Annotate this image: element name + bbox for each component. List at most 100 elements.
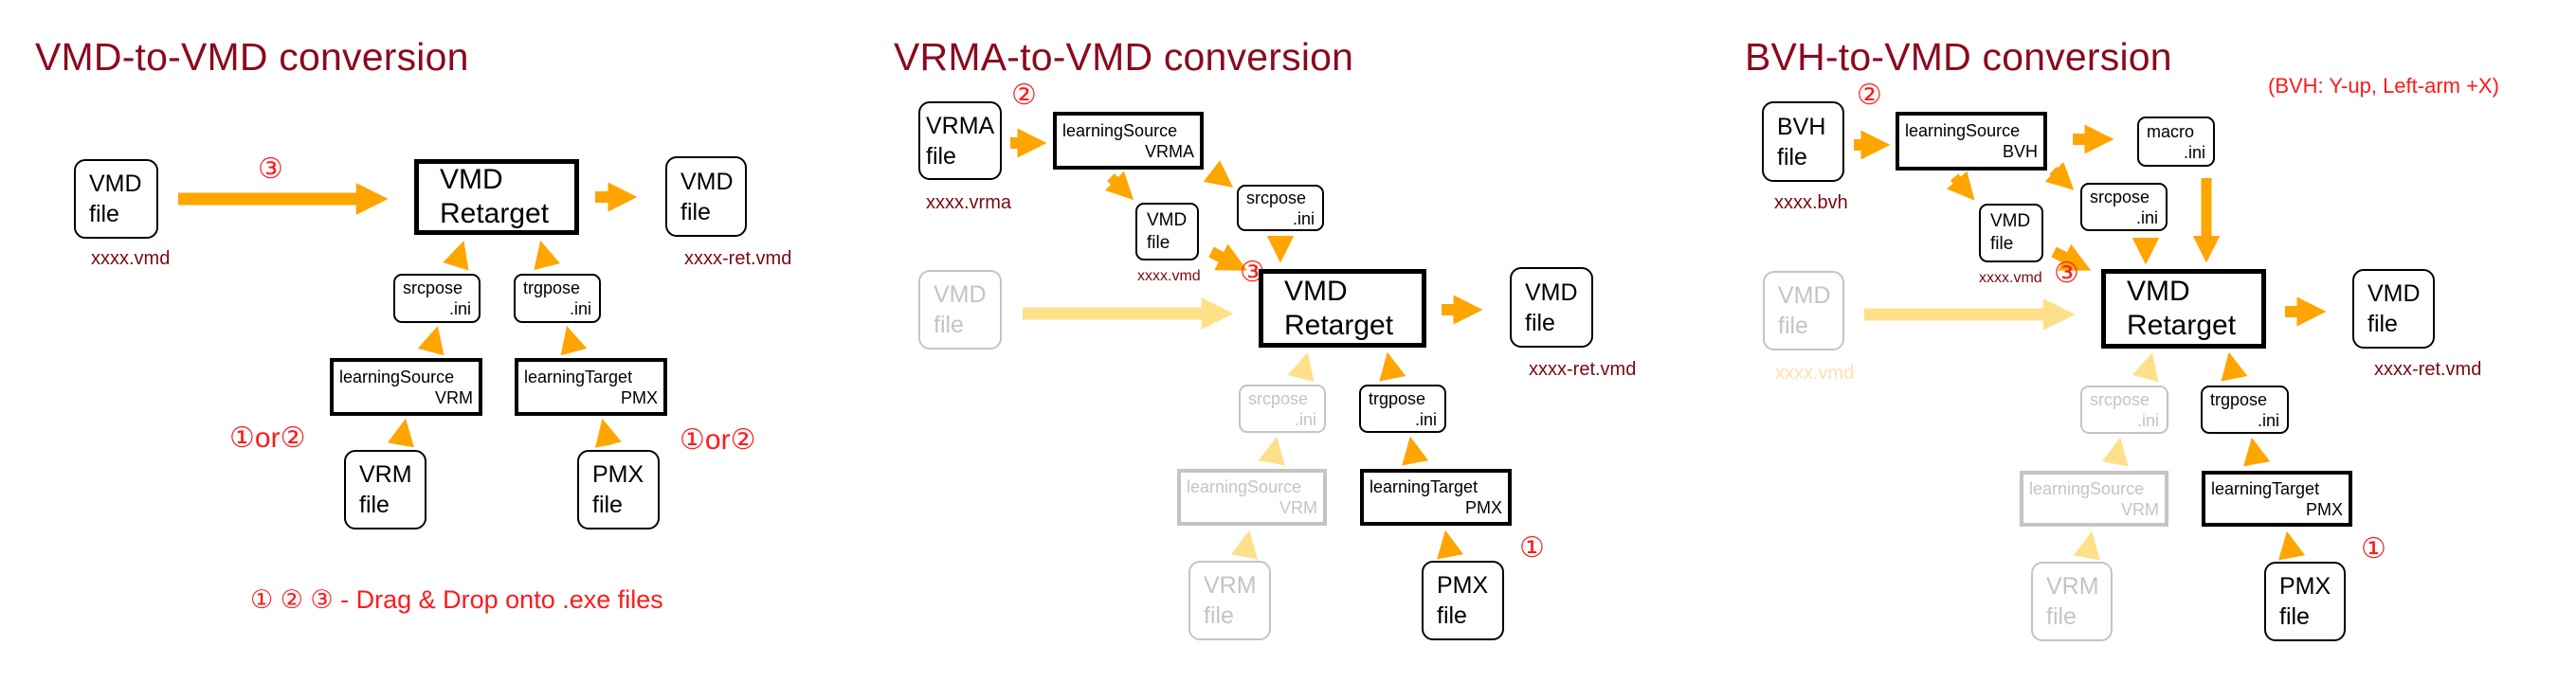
box-line1: VMD: [1525, 278, 1578, 306]
box-line2: VRM: [1279, 498, 1317, 517]
arrow-pmx-to-learntrg: [2278, 530, 2306, 561]
box-line2: file: [2046, 603, 2077, 630]
arrow-srcpose-to-retarget: [443, 241, 469, 271]
pmx-file: PMX file: [1422, 561, 1504, 640]
faded-vrm-file: VRM file: [1188, 561, 1271, 640]
vmd-output-file: VMD file: [1510, 267, 1593, 348]
box-line1: srcpose: [1246, 188, 1307, 207]
learning-source-vrm-tool: learningSource VRM: [330, 358, 482, 416]
input-filename: xxxx.vrma: [926, 192, 1011, 213]
box-line2: BVH: [2002, 142, 2038, 161]
step-marker-3: ③: [258, 153, 283, 185]
box-line2: file: [926, 142, 956, 170]
vrma-input-file: VRMA file: [918, 101, 1002, 180]
vmd-retarget-tool: VMD Retarget: [414, 159, 579, 235]
box-line2: file: [2367, 311, 2398, 337]
arrow-learnsrc-to-srcpose: [1203, 160, 1234, 188]
box-line1: srcpose: [403, 278, 463, 297]
box-line2: file: [2279, 603, 2310, 630]
box-line1: VMD: [440, 164, 503, 195]
box-line1: srcpose: [2090, 389, 2150, 409]
vmd-output-file: VMD file: [2352, 269, 2435, 349]
trgpose-ini: trgpose .ini: [514, 274, 601, 323]
box-line2: .ini: [448, 299, 471, 318]
box-line1: VMD: [1284, 275, 1348, 307]
arrow-learntrg-to-trgpose: [1402, 436, 1429, 466]
box-line2: file: [1777, 143, 1807, 170]
step-marker-2: ②: [1857, 80, 1882, 111]
box-line2: .ini: [2136, 410, 2159, 430]
intermediate-vmd-file: VMD file: [1979, 204, 2043, 262]
box-line1: VMD: [1147, 209, 1188, 230]
arrow-faded-srcpose-to-retarget: [2132, 351, 2159, 383]
box-line1: srcpose: [2090, 187, 2150, 206]
box-line1: learningSource: [1905, 121, 2021, 140]
box-line2: file: [934, 312, 964, 338]
box-line2: file: [1204, 602, 1234, 629]
box-line2: file: [89, 201, 119, 227]
learning-target-pmx-tool: learningTarget PMX: [2202, 471, 2352, 527]
arrow-learnsrc-to-srcpose: [2044, 161, 2075, 190]
box-line1: macro: [2147, 121, 2195, 141]
box-line1: VMD: [2127, 276, 2190, 307]
box-line2: file: [680, 198, 711, 225]
box-line1: VRM: [2046, 573, 2099, 600]
faded-input-filename: xxxx.vmd: [1775, 363, 1855, 384]
box-line1: VRM: [1204, 572, 1257, 599]
step-marker-1: ①: [1519, 532, 1545, 564]
input-filename: xxxx.bvh: [1774, 192, 1848, 213]
arrow-learnsrc-to-vmd: [1104, 170, 1134, 201]
box-line1: learningSource: [339, 367, 455, 386]
vmd-input-file: VMD file: [74, 159, 158, 239]
faded-srcpose-ini: srcpose .ini: [1239, 385, 1326, 433]
srcpose-ini: srcpose .ini: [393, 274, 481, 323]
arrow-learntrg-to-trgpose: [560, 325, 588, 356]
faded-learning-source-vrm-tool: learningSource VRM: [1177, 469, 1327, 526]
panel-title: BVH-to-VMD conversion: [1745, 35, 2172, 79]
box-line2: .ini: [1414, 409, 1437, 429]
input-filename: xxxx.vmd: [91, 248, 171, 269]
vmd-retarget-tool: VMD Retarget: [2101, 269, 2266, 349]
box-line1: learningSource: [1187, 477, 1302, 496]
box-line1: PMX: [1437, 572, 1489, 599]
arrow-faded-learnsrc-to-srcpose: [2101, 437, 2129, 467]
box-line2: file: [1525, 309, 1555, 336]
step-marker-3: ③: [2054, 258, 2079, 289]
box-line1: VMD: [89, 170, 142, 197]
box-line1: srcpose: [1248, 388, 1309, 408]
trgpose-ini: trgpose .ini: [1359, 385, 1446, 433]
arrow-faded-learnsrc-to-srcpose: [1258, 436, 1285, 466]
box-line2: file: [1437, 602, 1467, 629]
box-line1: VMD: [680, 168, 734, 195]
box-line1: VRM: [359, 461, 412, 488]
output-filename: xxxx-ret.vmd: [1529, 359, 1637, 380]
box-line2: PMX: [2305, 499, 2343, 519]
panel-title: VRMA-to-VMD conversion: [894, 35, 1354, 79]
macro-ini: macro .ini: [2137, 117, 2215, 167]
box-line1: VMD: [934, 281, 987, 308]
box-line1: learningSource: [1062, 120, 1178, 140]
faded-vrm-file: VRM file: [2031, 562, 2113, 641]
box-line2: file: [1778, 313, 1808, 339]
box-line2: .ini: [1294, 409, 1316, 429]
box-line1: trgpose: [2210, 389, 2268, 409]
vmd-output-file: VMD file: [665, 156, 747, 237]
pmx-file: PMX file: [577, 450, 660, 529]
box-line1: learningTarget: [2211, 478, 2320, 498]
srcpose-ini: srcpose .ini: [2080, 183, 2168, 231]
arrow-faded-srcpose-to-retarget: [1287, 351, 1315, 383]
box-line1: learningTarget: [524, 367, 633, 386]
box-line1: PMX: [2279, 573, 2331, 600]
learning-source-vrma-tool: learningSource VRMA: [1053, 112, 1204, 170]
srcpose-ini: srcpose .ini: [1237, 185, 1324, 231]
panel-title: VMD-to-VMD conversion: [35, 35, 469, 79]
intermediate-filename: xxxx.vmd: [1137, 268, 1201, 284]
box-line1: VMD: [1990, 211, 2031, 231]
vrm-file: VRM file: [344, 450, 426, 529]
box-line1: learningTarget: [1370, 477, 1478, 496]
learning-source-bvh-tool: learningSource BVH: [1896, 112, 2047, 170]
box-line2: PMX: [1464, 498, 1502, 517]
box-line2: file: [359, 492, 390, 518]
box-line2: file: [592, 492, 623, 518]
intermediate-vmd-file: VMD file: [1135, 203, 1199, 260]
